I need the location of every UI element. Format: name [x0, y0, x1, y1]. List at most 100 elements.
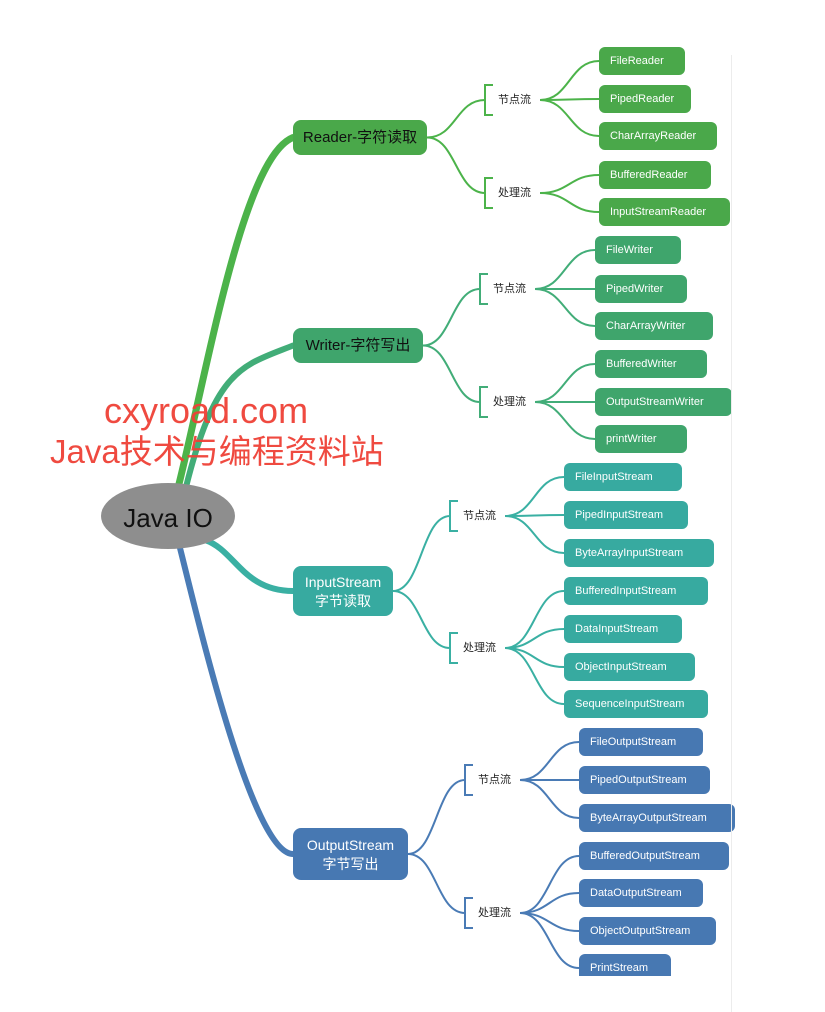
- group-label: 处理流: [478, 905, 511, 919]
- leaf-node: [599, 85, 691, 113]
- leaf-node: [595, 275, 687, 303]
- branch-node: [293, 566, 393, 616]
- bottom-crop: [0, 976, 825, 1012]
- group-label: 处理流: [493, 394, 526, 408]
- group-bracket: [464, 764, 473, 796]
- group-bracket: [479, 273, 488, 305]
- leaf-label: InputStreamReader: [610, 206, 706, 218]
- trunk-line: [177, 545, 296, 857]
- leaf-label: FileReader: [610, 55, 664, 67]
- branch-label: 字节写出: [323, 856, 379, 872]
- leaf-label: BufferedReader: [610, 169, 688, 181]
- leaf-label: BufferedWriter: [606, 358, 677, 370]
- group-bracket: [464, 897, 473, 929]
- leaf-node: [579, 842, 729, 870]
- group-label: 节点流: [463, 508, 496, 522]
- leaf-label: FileOutputStream: [590, 736, 676, 748]
- leaf-connector: [519, 855, 580, 914]
- leaf-connector: [519, 779, 580, 819]
- leaf-node: [579, 728, 703, 756]
- leaf-node: [579, 766, 710, 794]
- leaf-connector: [539, 98, 600, 101]
- branch-node: [293, 828, 408, 880]
- leaf-label: DataInputStream: [575, 623, 658, 635]
- branch-label: Reader-字符读取: [303, 129, 417, 146]
- leaf-label: ObjectInputStream: [575, 661, 667, 673]
- leaf-label: PipedWriter: [606, 283, 664, 295]
- trunk-line: [202, 537, 296, 594]
- branch-label: OutputStream: [307, 837, 394, 853]
- leaf-node: [579, 804, 735, 832]
- leaf-label: ObjectOutputStream: [590, 925, 690, 937]
- branch-connector: [426, 99, 486, 139]
- trunk-line: [174, 134, 297, 492]
- leaf-label: SequenceInputStream: [575, 698, 684, 710]
- leaf-node: [564, 690, 708, 718]
- leaf-node: [564, 539, 714, 567]
- leaf-node: [595, 388, 732, 416]
- leaf-node: [564, 615, 682, 643]
- leaf-label: ByteArrayOutputStream: [590, 812, 707, 824]
- leaf-connector: [534, 401, 596, 440]
- leaf-node: [599, 122, 717, 150]
- leaf-connector: [504, 590, 565, 649]
- group-label: 节点流: [493, 281, 526, 295]
- leaf-label: OutputStreamWriter: [606, 396, 704, 408]
- leaf-node: [564, 577, 708, 605]
- leaf-node: [595, 350, 707, 378]
- leaf-node: [595, 312, 713, 340]
- branch-label: 字节读取: [315, 593, 371, 609]
- branch-node: [293, 120, 427, 155]
- group-bracket: [484, 84, 493, 116]
- leaf-node: [564, 653, 695, 681]
- group-bracket: [449, 632, 458, 664]
- leaf-node: [595, 236, 681, 264]
- leaf-connector: [534, 363, 596, 403]
- branch-connector: [392, 515, 451, 592]
- divider-line: [731, 55, 732, 1012]
- group-bracket: [484, 177, 493, 209]
- leaf-label: CharArrayWriter: [606, 320, 686, 332]
- leaf-node: [599, 198, 730, 226]
- root-node: [101, 483, 235, 549]
- branch-connector: [407, 853, 466, 914]
- leaf-connector: [539, 192, 600, 213]
- branch-label: InputStream: [305, 574, 381, 590]
- leaf-label: PrintStream: [590, 962, 648, 974]
- leaf-connector: [504, 515, 565, 554]
- group-bracket: [449, 500, 458, 532]
- leaf-node: [599, 161, 711, 189]
- leaf-node: [579, 954, 671, 982]
- group-label: 节点流: [498, 92, 531, 106]
- branch-node: [293, 328, 423, 363]
- group-label: 节点流: [478, 772, 511, 786]
- leaf-node: [564, 501, 688, 529]
- leaf-label: FileInputStream: [575, 471, 653, 483]
- leaf-label: PipedInputStream: [575, 509, 663, 521]
- leaf-label: PipedReader: [610, 93, 675, 105]
- leaf-node: [564, 463, 682, 491]
- leaf-label: FileWriter: [606, 244, 653, 256]
- group-label: 处理流: [463, 640, 496, 654]
- branch-label: Writer-字符写出: [306, 337, 411, 354]
- group-label: 处理流: [498, 185, 531, 199]
- branch-connector: [392, 590, 451, 649]
- leaf-label: BufferedOutputStream: [590, 850, 700, 862]
- leaf-label: BufferedInputStream: [575, 585, 676, 597]
- leaf-connector: [539, 99, 600, 137]
- leaf-label: CharArrayReader: [610, 130, 697, 142]
- leaf-node: [599, 47, 685, 75]
- branch-connector: [426, 136, 486, 194]
- leaf-label: printWriter: [606, 433, 657, 445]
- leaf-connector: [504, 476, 565, 517]
- leaf-connector: [534, 249, 596, 290]
- leaf-connector: [504, 647, 565, 705]
- leaf-connector: [539, 174, 600, 194]
- leaf-connector: [534, 288, 596, 327]
- trunk-line: [183, 342, 296, 490]
- branch-connector: [422, 344, 481, 403]
- leaf-label: PipedOutputStream: [590, 774, 687, 786]
- leaf-node: [595, 425, 687, 453]
- leaf-connector: [519, 741, 580, 781]
